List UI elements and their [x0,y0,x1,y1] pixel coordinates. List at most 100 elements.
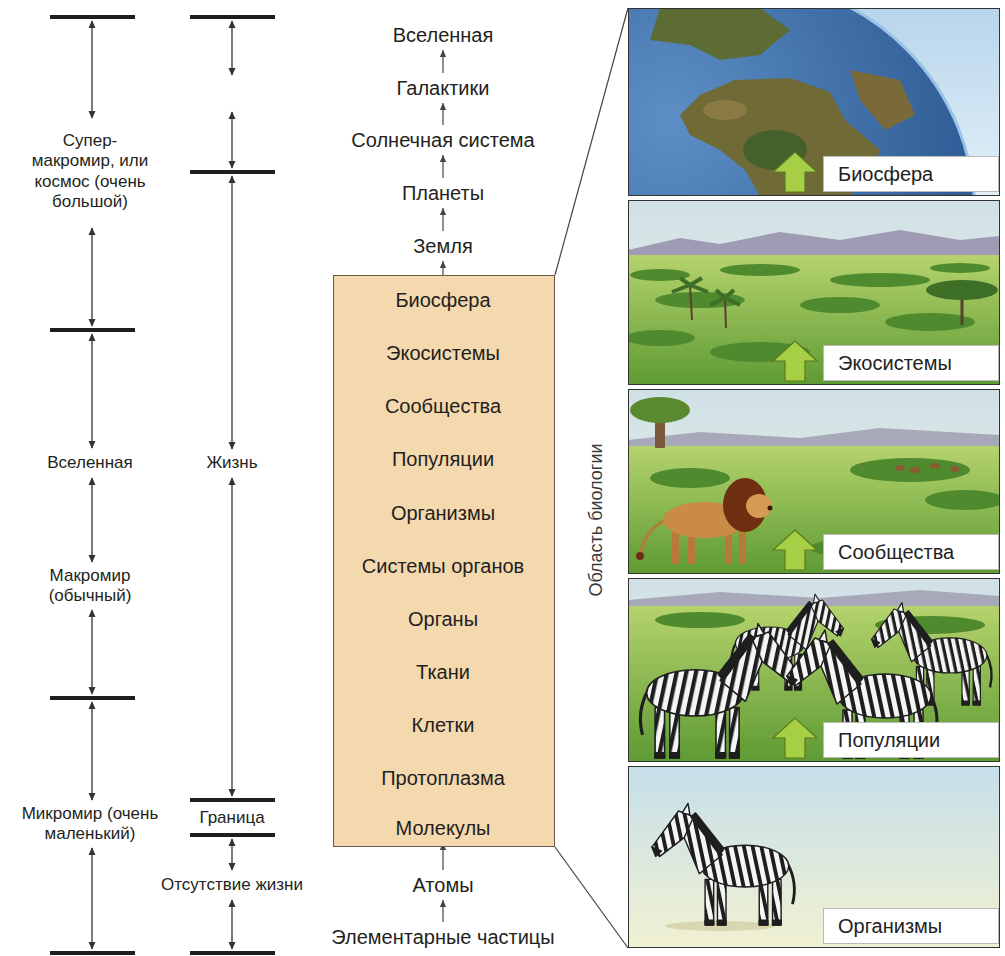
trees [672,278,998,328]
scale-bar [190,951,275,955]
bush [655,612,745,628]
scale-label-holder: Вселенная [47,453,133,473]
level-term: Ткани [412,658,474,686]
sky [628,389,1000,574]
picture-panel: Биосфера [628,8,1000,196]
level-name: Атомы [412,874,473,896]
level-name: Экосистемы [386,342,500,364]
sky [628,578,1000,762]
picture-panel: Сообщества [628,389,1000,574]
level-term: Молекулы [392,814,495,842]
level-name: Земля [413,235,472,257]
zebra [652,803,795,925]
level-name: Клетки [412,714,475,736]
sky [628,200,1000,385]
up-arrows [773,152,817,758]
scale-bar [190,170,275,174]
grassland [628,255,1000,385]
level-name: Галактики [397,77,490,99]
level-term: Органы [404,605,482,633]
scale-label-holder: Граница [199,808,264,828]
range-arrow [91,702,92,800]
level-arrow [442,155,443,178]
range-arrow [91,21,92,118]
community-picture [628,389,1000,574]
area-title: Область биологии [586,443,608,596]
picture-panel: Популяции [628,578,1000,762]
level-term: Атомы [408,871,477,899]
scale-label-holder: Микромир (очень маленький) [9,804,171,845]
range-arrow [91,334,92,448]
level-name: Организмы [391,502,495,524]
scale-label-holder: Макромир (обычный) [49,566,132,607]
up-arrow [773,152,817,192]
scale-label: Граница [199,808,264,827]
ecosystem-picture [628,200,1000,385]
panel-caption: Популяции [823,722,999,758]
level-term: Организмы [387,499,499,527]
level-term: Вселенная [389,21,498,49]
panel-caption: Экосистемы [823,345,999,381]
population-picture [628,578,1000,762]
level-arrow [442,50,443,73]
biosphere-picture [628,8,1000,196]
level-term: Солнечная система [347,126,538,154]
scale-label: Вселенная [47,453,133,472]
scale-bar [50,951,135,955]
range-arrow [231,478,232,796]
scale-label: Отсутствие жизни [161,875,303,894]
up-arrow [773,718,817,758]
level-name: Системы органов [362,555,524,577]
level-term: Популяции [388,445,498,473]
level-name: Протоплазма [381,767,505,789]
range-arrow [231,839,232,870]
scale-bar [190,833,275,837]
level-term: Протоплазма [377,764,509,792]
scale-label: Микромир (очень маленький) [22,804,159,843]
range-arrow [231,900,232,949]
zoom-line [555,8,628,275]
up-arrow [773,341,817,381]
baobab-crown [630,397,690,423]
lion [636,478,773,564]
level-term: Биосфера [391,286,494,314]
grassland [628,446,1000,574]
range-arrow [231,21,232,75]
level-name: Ткани [416,661,470,683]
level-term: Сообщества [381,392,505,420]
range-arrow [91,610,92,694]
range-arrow [231,176,232,449]
zoom-line [555,847,628,948]
level-name: Сообщества [385,395,501,417]
desert [703,100,747,120]
scale-bar [50,328,135,332]
level-name: Биосфера [395,289,490,311]
level-term: Планеты [398,179,488,207]
background [628,766,1000,948]
scale-bar [50,696,135,700]
panel-caption: Сообщества [823,534,999,570]
level-term: Экосистемы [382,339,504,367]
land [650,8,790,60]
level-arrow [442,900,443,922]
range-arrow [91,478,92,562]
range-arrow [91,228,92,326]
organism-picture [628,766,1000,948]
level-term: Земля [409,232,476,260]
scale-label-holder: Супер- макромир, или космос (очень больш… [22,131,158,213]
antelopes [895,463,960,473]
level-name: Солнечная система [351,129,534,151]
picture-panel: Организмы [628,766,1000,948]
scale-label: Жизнь [206,453,257,472]
level-term: Галактики [393,74,494,102]
level-name: Популяции [392,448,494,470]
scale-label-holder: Отсутствие жизни [161,875,303,895]
level-term: Системы органов [358,552,528,580]
level-arrow [442,103,443,125]
level-term: Элементарные частицы [327,923,558,951]
level-name: Планеты [402,182,484,204]
biology-area: Область биологииБиосфераЭкосистемыСообще… [333,275,555,847]
range-arrow [231,112,232,168]
